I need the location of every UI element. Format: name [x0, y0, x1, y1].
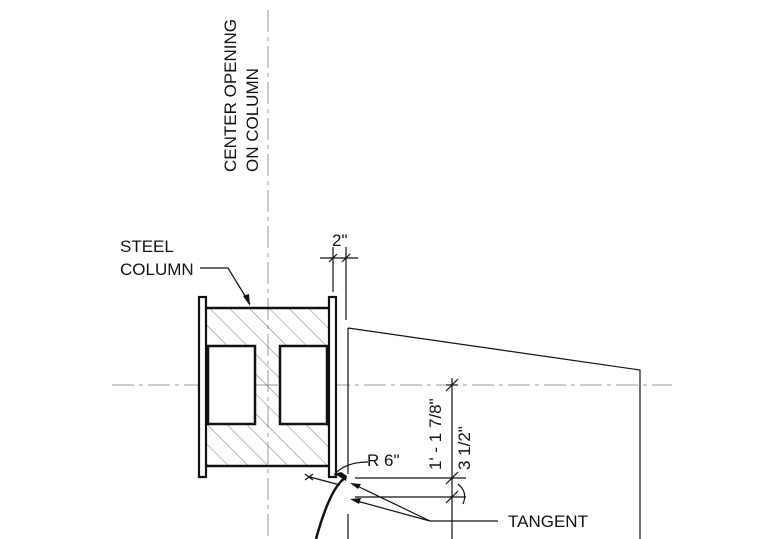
gap-dimension — [320, 247, 358, 320]
radius-leader — [304, 461, 369, 486]
steel-column-label-line1: STEEL — [120, 237, 174, 256]
steel-column — [197, 295, 338, 479]
center-opening-note-line2: ON COLUMN — [243, 68, 262, 172]
column-opening-left — [206, 344, 257, 426]
column-opening-right — [278, 344, 329, 426]
tangent-label: TANGENT — [508, 512, 588, 531]
center-opening-note-line1: CENTER OPENING — [221, 19, 240, 172]
gap-dimension-label: 2" — [332, 231, 348, 250]
dim-vertical-1-label: 1' - 1 7/8" — [426, 398, 445, 470]
column-flange-right — [327, 295, 338, 479]
vertical-dimensions — [355, 378, 466, 539]
tangent-leaders — [350, 483, 498, 522]
column-flange-left — [197, 295, 208, 479]
steel-column-label-line2: COLUMN — [120, 260, 194, 279]
curved-edge — [314, 476, 346, 539]
wall-outline — [347, 327, 641, 539]
dim-vertical-2-label: 3 1/2" — [455, 426, 474, 470]
steel-column-leader — [200, 267, 251, 306]
radius-label: R 6" — [367, 451, 400, 470]
